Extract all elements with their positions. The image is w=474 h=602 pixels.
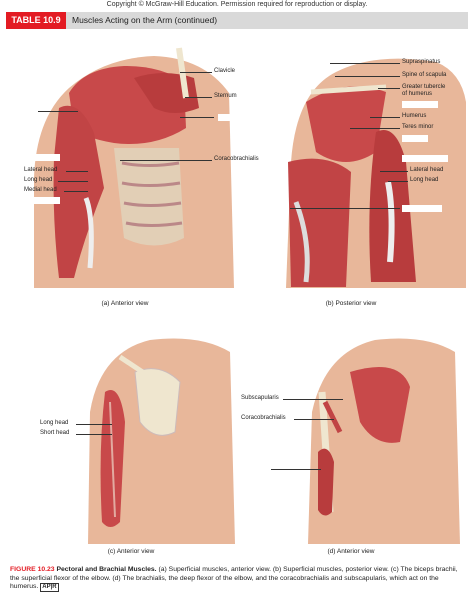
label-greater-tubercle: Greater tubercle [402, 84, 446, 90]
biceps-illustration [88, 338, 235, 544]
label-humerus: Humerus [402, 113, 427, 119]
label-coracobrachialis-d: Coracobrachialis [241, 415, 286, 421]
table-badge: TABLE 10.9 [6, 12, 66, 29]
panel-a-caption: (a) Anterior view [101, 300, 149, 307]
label-lateral-head-a: Lateral head [24, 167, 58, 173]
panel-d-caption: (d) Anterior view [327, 548, 375, 555]
label-coracobrachialis-a: Coracobrachialis [214, 156, 259, 162]
label-medial-head-a: Medial head [24, 187, 57, 193]
label-of-humerus: of humerus [402, 91, 433, 97]
anterior-superficial-illustration [34, 47, 234, 288]
posterior-superficial-illustration [286, 58, 466, 288]
panel-b-caption: (b) Posterior view [325, 300, 377, 307]
label-subscapularis: Subscapularis [241, 395, 279, 401]
label-short-head-c: Short head [40, 430, 70, 436]
apr-badge: AP|R [40, 583, 59, 592]
figure-text: (a) Superficial muscles, anterior view. … [10, 566, 458, 590]
label-teres-minor: Teres minor [402, 124, 434, 130]
deep-muscles-illustration [308, 338, 460, 544]
table-header: TABLE 10.9 Muscles Acting on the Arm (co… [6, 12, 468, 29]
label-long-head-c: Long head [40, 420, 69, 426]
table-title: Muscles Acting on the Arm (continued) [72, 15, 218, 25]
label-sternum: Sternum [214, 93, 237, 99]
label-clavicle: Clavicle [214, 68, 236, 74]
figure-title: Pectoral and Brachial Muscles. [56, 566, 157, 573]
label-supraspinatus: Supraspinatus [402, 59, 441, 65]
label-lateral-head-b: Lateral head [410, 167, 444, 173]
label-long-head-b: Long head [410, 177, 439, 183]
label-spine-of-scapula: Spine of scapula [402, 72, 447, 78]
panel-c-caption: (c) Anterior view [107, 548, 155, 555]
copyright-notice: Copyright © McGraw-Hill Education. Permi… [106, 1, 368, 8]
figure-caption: FIGURE 10.23 Pectoral and Brachial Muscl… [10, 566, 466, 592]
figure-number: FIGURE 10.23 [10, 566, 55, 573]
label-long-head-a: Long head [24, 177, 53, 183]
